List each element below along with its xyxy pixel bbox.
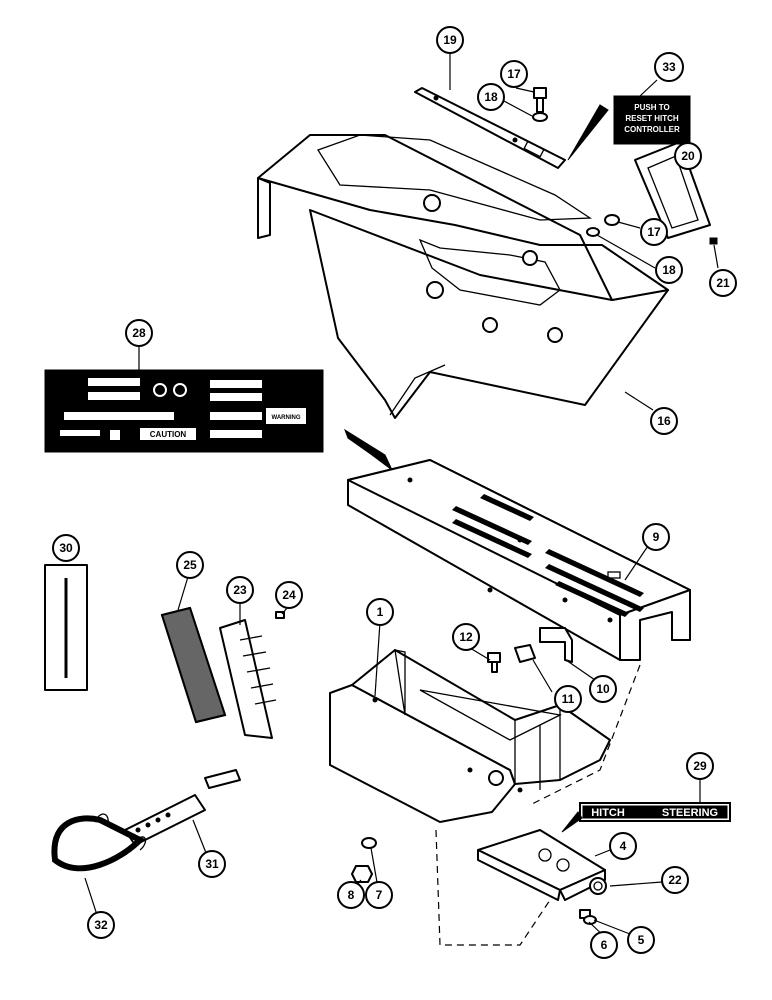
callout-18a: 18: [477, 83, 505, 111]
bungee-cord: [51, 813, 147, 872]
callout-22: 22: [661, 866, 689, 894]
grommet: [522, 250, 538, 266]
callout-6: 6: [590, 931, 618, 959]
svg-text:5: 5: [638, 933, 645, 947]
console-housing: [257, 134, 669, 419]
callout-10: 10: [589, 675, 617, 703]
caution-label: CAUTION: [150, 430, 187, 439]
callout-12: 12: [452, 623, 480, 651]
svg-text:8: 8: [348, 888, 355, 902]
svg-text:17: 17: [647, 225, 661, 239]
lower-frame: [329, 649, 611, 823]
svg-text:31: 31: [205, 857, 219, 871]
callout-33: 33: [654, 52, 684, 82]
decal-line-1: PUSH TO: [634, 103, 669, 112]
upper-hardware: [532, 87, 718, 245]
callout-29: 29: [686, 752, 714, 780]
callout-32: 32: [87, 911, 115, 939]
callout-30: 30: [52, 534, 80, 562]
assembly-path: [435, 829, 551, 946]
svg-text:6: 6: [601, 938, 608, 952]
decal-line-3: CONTROLLER: [624, 125, 680, 134]
svg-text:22: 22: [668, 873, 682, 887]
svg-text:18: 18: [662, 263, 676, 277]
grommet: [482, 317, 498, 333]
svg-text:10: 10: [596, 682, 610, 696]
svg-text:33: 33: [662, 60, 676, 74]
bracket-assembly: [487, 627, 573, 673]
decal-pointer: [561, 811, 583, 833]
insulation-pad: [160, 606, 227, 724]
bezel-frame: [634, 141, 711, 239]
callout-25: 25: [176, 551, 204, 579]
callout-16: 16: [650, 407, 678, 435]
svg-text:4: 4: [620, 839, 627, 853]
svg-text:19: 19: [443, 33, 457, 47]
assembly-path: [529, 664, 641, 806]
steering-label: STEERING: [662, 807, 718, 819]
reset-hitch-decal: PUSH TO RESET HITCH CONTROLLER: [613, 95, 691, 145]
svg-text:7: 7: [376, 888, 383, 902]
callout-9: 9: [642, 523, 670, 551]
callout-17a: 17: [500, 60, 528, 88]
callout-21: 21: [709, 269, 737, 297]
buckle-strap: [124, 769, 241, 846]
svg-text:9: 9: [653, 530, 660, 544]
c29: 29: [693, 759, 707, 773]
instrument-panel-decal: WARNING CAUTION: [44, 369, 324, 453]
callout-19: 19: [436, 26, 464, 54]
hitch-label: HITCH: [591, 807, 625, 819]
callout-20: 20: [674, 142, 702, 170]
svg-text:25: 25: [183, 558, 197, 572]
callout-28: 28: [125, 319, 153, 347]
callout-8: 8: [337, 881, 365, 909]
steering-bracket: [477, 829, 606, 901]
decal-pointer: [567, 104, 609, 161]
callout-18b: 18: [655, 256, 683, 284]
svg-text:24: 24: [282, 588, 296, 602]
callout-24: 24: [275, 581, 303, 609]
decal-line-2: RESET HITCH: [625, 114, 679, 123]
svg-text:11: 11: [562, 692, 575, 706]
grommet: [423, 194, 441, 212]
svg-text:17: 17: [507, 67, 521, 81]
svg-text:16: 16: [657, 414, 671, 428]
svg-text:20: 20: [681, 149, 695, 163]
callout-7: 7: [365, 881, 393, 909]
screw-24: [275, 611, 285, 619]
callout-17b: 17: [640, 218, 668, 246]
svg-text:18: 18: [484, 90, 498, 104]
mounting-plate: [347, 459, 691, 661]
lower-hardware: [351, 837, 607, 925]
callout-11: 11: [554, 685, 582, 713]
svg-text:28: 28: [132, 326, 146, 340]
c12: 12: [459, 630, 473, 644]
hitch-steering-decal: HITCH STEERING: [579, 802, 731, 822]
svg-text:32: 32: [94, 918, 108, 932]
panel-decal-pointer: [344, 428, 393, 471]
grommet: [426, 281, 444, 299]
svg-text:30: 30: [59, 541, 73, 555]
rod: [44, 564, 88, 691]
callout-1: 1: [366, 598, 394, 626]
callout-4: 4: [609, 832, 637, 860]
warning-label: WARNING: [272, 415, 301, 421]
comb-bracket: [219, 619, 277, 739]
callout-5: 5: [627, 926, 655, 954]
svg-text:23: 23: [233, 583, 247, 597]
grommet: [547, 327, 563, 343]
callout-31: 31: [198, 850, 226, 878]
callout-23: 23: [226, 576, 254, 604]
svg-text:21: 21: [716, 276, 730, 290]
svg-text:1: 1: [377, 605, 384, 619]
strap-plate: [414, 87, 566, 169]
